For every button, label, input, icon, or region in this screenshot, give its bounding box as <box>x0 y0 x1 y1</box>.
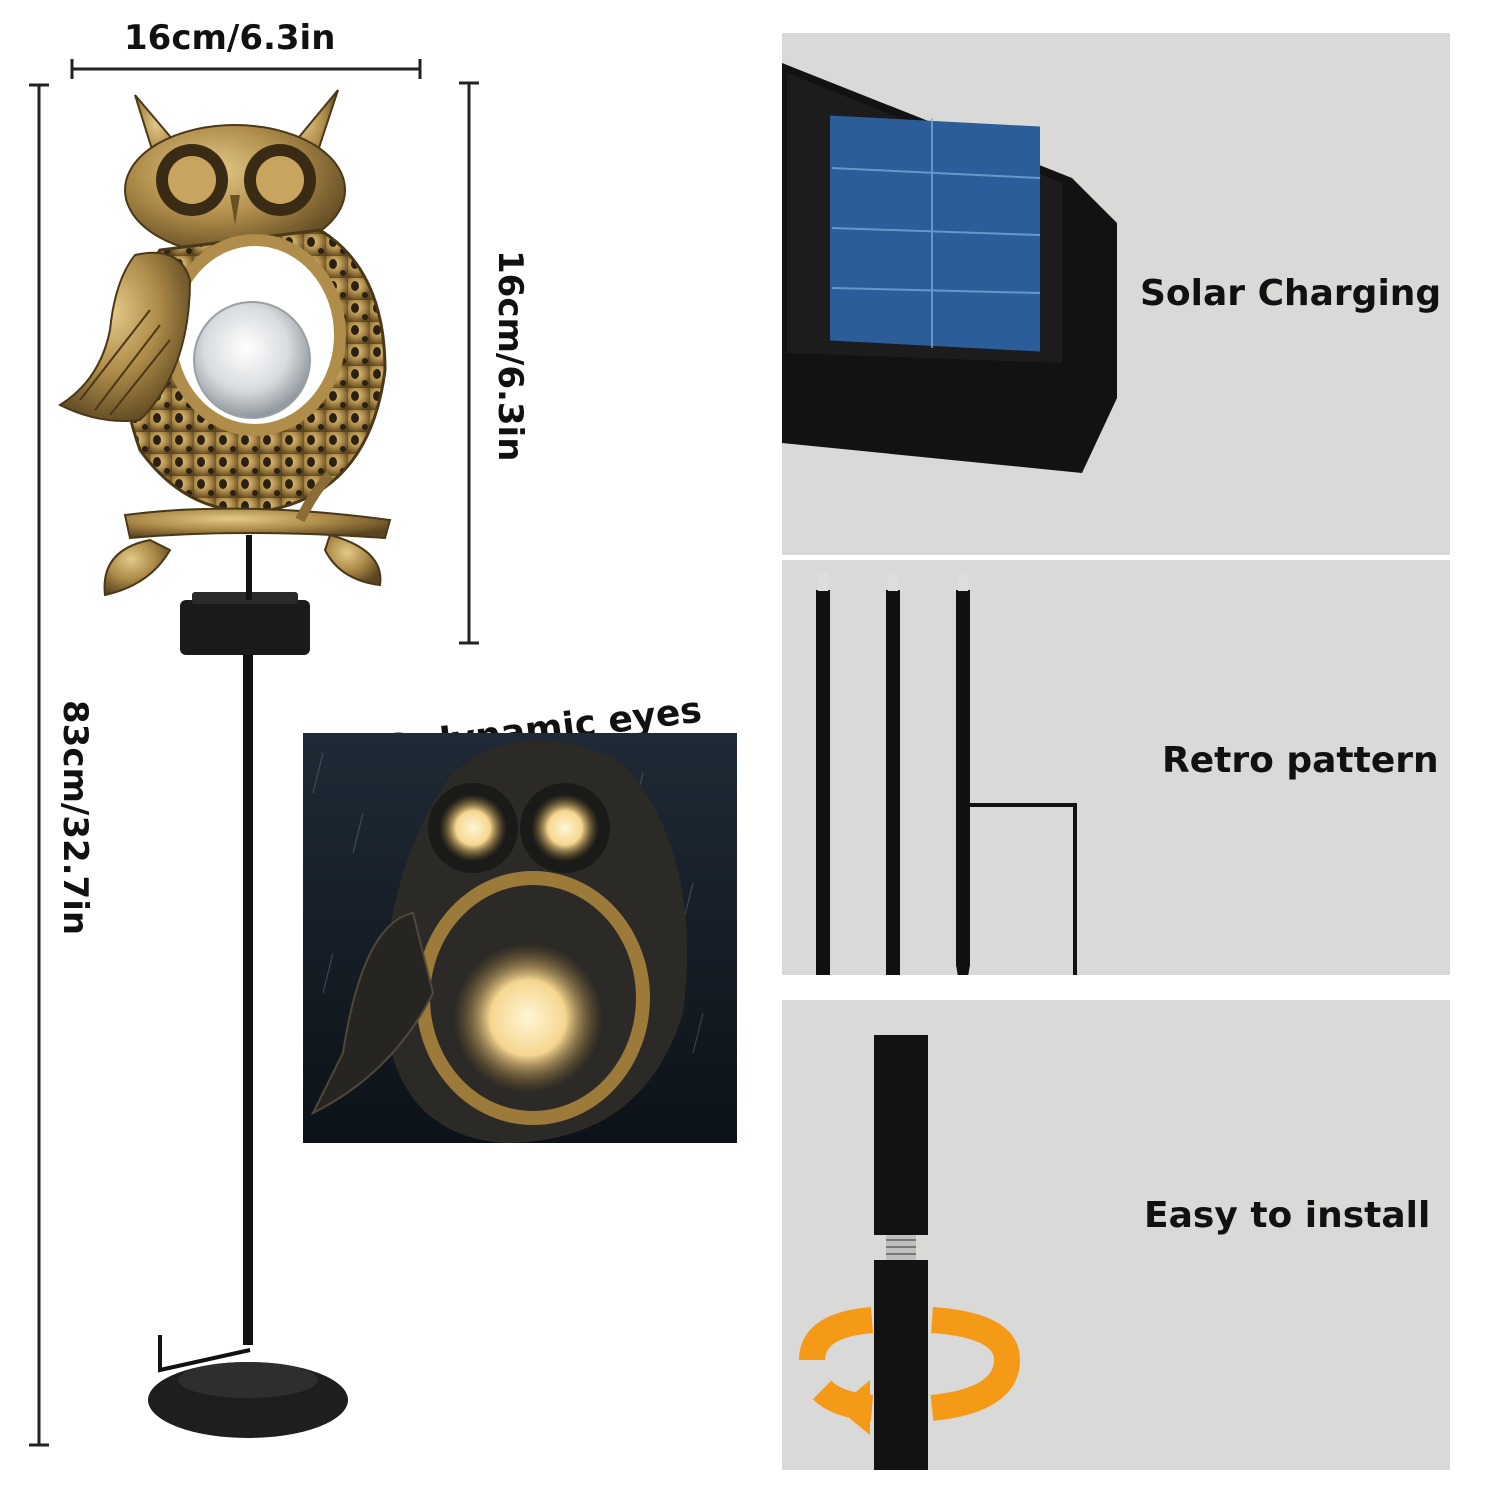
width-dimension-line <box>70 59 422 79</box>
width-label: 16cm/6.3in <box>124 18 336 58</box>
feature-panel-install: Easy to install <box>782 1000 1450 1470</box>
feature-panel-solar: Solar Charging <box>782 33 1450 555</box>
head-height-dimension-line <box>459 81 479 645</box>
total-height-dimension-line <box>29 83 49 1447</box>
stake-poles-icon <box>816 573 1077 975</box>
owl-leaf-left <box>103 538 172 597</box>
feature-label-install: Easy to install <box>1144 1195 1431 1236</box>
head-height-label: 16cm/6.3in <box>490 250 530 462</box>
solar-panel-icon <box>782 63 1117 473</box>
owl-solar-box <box>180 600 310 655</box>
rotate-arrow-icon <box>799 1307 1021 1435</box>
owl-wing <box>57 251 192 422</box>
screw-pole-rotate-icon <box>799 1035 1021 1470</box>
led-night-photo <box>303 733 737 1143</box>
owl-branch <box>123 507 392 540</box>
feature-label-retro: Retro pattern <box>1162 740 1439 781</box>
feature-panel-retro: Retro pattern <box>782 560 1450 975</box>
owl-leaf-right <box>323 533 382 587</box>
owl-stake-light-photo <box>57 89 392 1438</box>
feature-label-solar: Solar Charging <box>1140 273 1442 314</box>
owl-pole <box>243 655 253 1345</box>
owl-crystal-globe <box>193 301 311 419</box>
